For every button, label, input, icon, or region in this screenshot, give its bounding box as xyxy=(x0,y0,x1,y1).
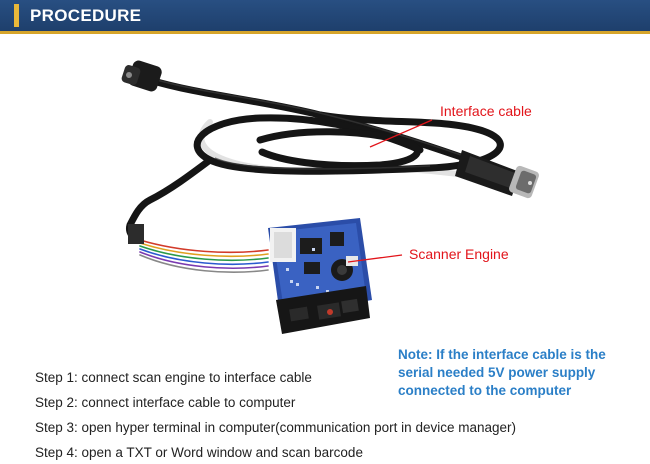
note-line-3: connected to the computer xyxy=(398,383,572,398)
note-line-1: Note: If the interface cable is the xyxy=(398,347,606,362)
step-1: Step 1: connect scan engine to interface… xyxy=(35,370,312,385)
step-4: Step 4: open a TXT or Word window and sc… xyxy=(35,445,363,460)
interface-cable-callout-line xyxy=(369,119,433,148)
ribbon-wires xyxy=(139,239,269,273)
step-3: Step 3: open hyper terminal in computer(… xyxy=(35,420,516,435)
left-din-connector xyxy=(121,60,162,92)
step-2: Step 2: connect interface cable to compu… xyxy=(35,395,296,410)
right-din-connector xyxy=(455,150,539,199)
interface-cable-label: Interface cable xyxy=(440,103,532,119)
scanner-engine-board xyxy=(268,218,372,334)
power-note: Note: If the interface cable is the seri… xyxy=(398,346,638,400)
scanner-engine-label: Scanner Engine xyxy=(409,246,509,262)
section-title: PROCEDURE xyxy=(30,6,142,25)
product-photo xyxy=(121,60,539,334)
section-header: PROCEDURE xyxy=(0,0,650,34)
wire-plug xyxy=(128,224,144,244)
note-line-2: serial needed 5V power supply xyxy=(398,365,596,380)
header-accent-bar xyxy=(14,4,19,27)
scanner-engine-callout-line xyxy=(347,254,403,263)
